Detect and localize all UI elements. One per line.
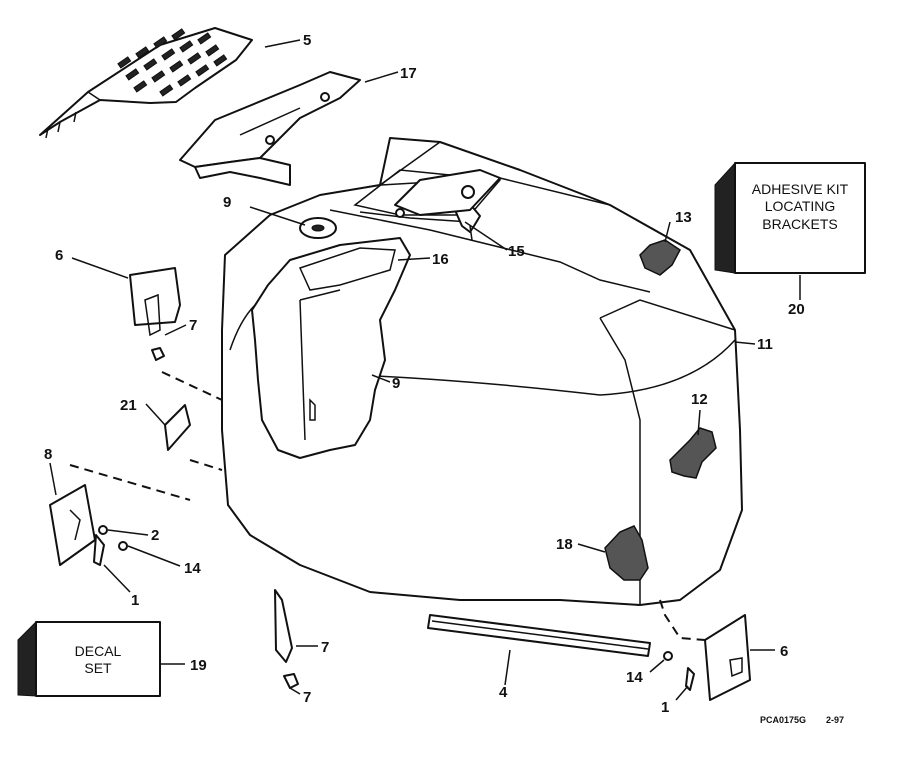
callout-labels: 5 17 9 13 15 16 6 7 11 9 12 21 8 2 14 1 … (44, 32, 805, 716)
decal-set-line2: SET (84, 660, 112, 676)
callout-14-right: 14 (626, 669, 643, 686)
screw-14-right (663, 651, 673, 661)
callout-15: 15 (508, 243, 525, 260)
adhesive-kit-line2: LOCATING (765, 198, 836, 214)
callout-17: 17 (400, 65, 417, 82)
adhesive-kit-line3: BRACKETS (762, 216, 837, 232)
callout-5: 6 (780, 643, 788, 660)
screw-2 (98, 525, 108, 535)
cowl-liner (251, 237, 411, 459)
reference-date: 2-97 (826, 715, 844, 725)
bracket-8 (49, 484, 105, 566)
callout-9: 9 (392, 375, 400, 392)
guide-dash-4 (659, 599, 706, 641)
leader-lines (49, 39, 801, 701)
guide-dash-2 (69, 464, 191, 501)
adhesive-kit-line1: ADHESIVE KIT (752, 181, 849, 197)
callout-8: 8 (44, 446, 52, 463)
adhesive-kit-box: ADHESIVE KIT LOCATING BRACKETS (714, 161, 866, 274)
vent-base (179, 71, 361, 186)
callout-18: 18 (556, 536, 573, 553)
callout-13: 13 (675, 209, 692, 226)
callout-14-left: 14 (184, 560, 201, 577)
callout-20: 20 (788, 301, 805, 318)
decal-21 (164, 404, 191, 451)
guide-dash-1 (161, 371, 223, 401)
seal-18 (604, 525, 649, 581)
decal-set-box: DECAL SET (17, 620, 161, 697)
bracket-6-lower (274, 589, 299, 689)
callout-12: 12 (691, 391, 708, 408)
clip-1-right (685, 667, 695, 691)
callout-16: 16 (432, 251, 449, 268)
callout-4: 4 (499, 684, 508, 701)
seal-13 (639, 239, 681, 276)
callout-11: 11 (757, 336, 773, 353)
seal-plate-upper (129, 267, 181, 361)
callout-1-right: 1 (661, 699, 669, 716)
upper-vent-grill (39, 27, 253, 139)
callout-7-lower: 7 (303, 689, 311, 706)
callout-7-upper: 7 (189, 317, 197, 334)
callout-21: 21 (120, 397, 137, 414)
screw-14-left (118, 541, 128, 551)
callout-1-left: 1 (131, 592, 139, 609)
reference-code: PCA0175G (760, 715, 806, 725)
decal-set-line1: DECAL (75, 643, 122, 659)
rear-plate (704, 614, 751, 701)
seal-12 (669, 427, 717, 479)
trim-strip (427, 614, 651, 657)
callout-6-lower: 7 (321, 639, 329, 656)
callout-10: 9 (223, 194, 231, 211)
callout-3: 5 (303, 32, 311, 49)
callout-2: 2 (151, 527, 159, 544)
callout-6-upper: 6 (55, 247, 63, 264)
callout-19: 19 (190, 657, 207, 674)
guide-dash-3 (189, 459, 223, 471)
